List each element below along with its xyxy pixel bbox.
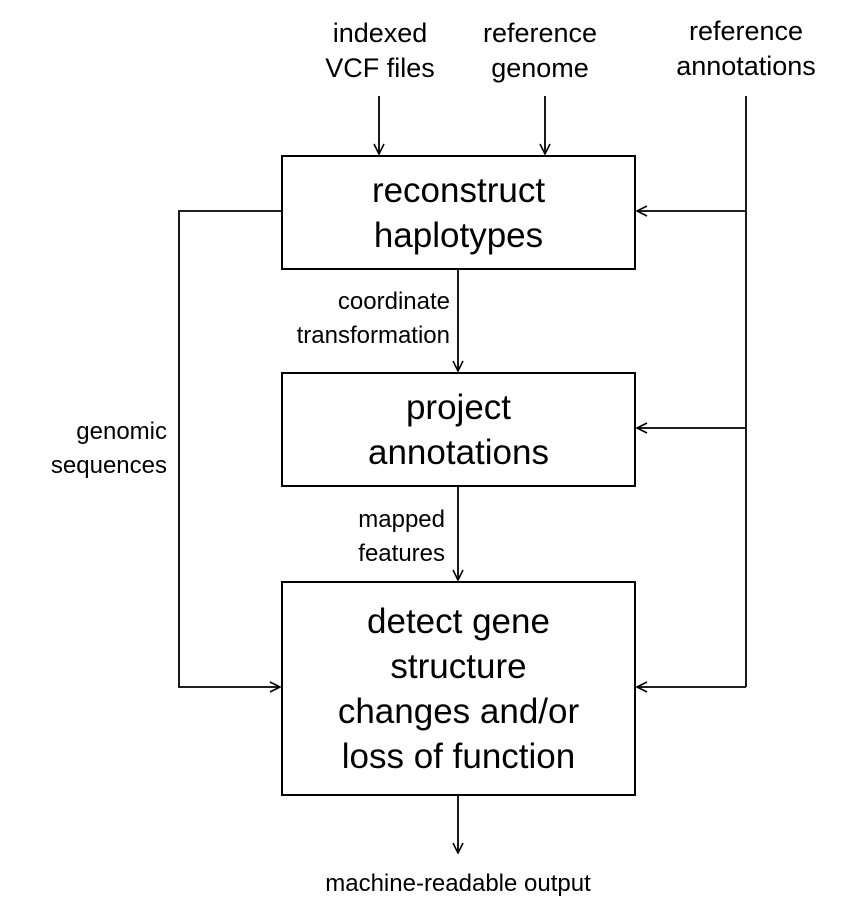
edge-label-coordinate-transformation: coordinate transformation: [296, 288, 450, 349]
input-label-vcf: indexed VCF files: [325, 18, 435, 83]
box-reconstruct-label: reconstruct haplotypes: [371, 170, 546, 255]
input-label-genome: reference genome: [482, 18, 598, 83]
edge-label-mapped-features: mapped features: [358, 506, 445, 567]
output-label: machine-readable output: [325, 870, 591, 897]
box-project-label: project annotations: [368, 387, 549, 472]
box-reconstruct-haplotypes: reconstruct haplotypes: [281, 155, 636, 270]
input-label-annotations: reference annotations: [676, 16, 816, 81]
edge-label-genomic-sequences: genomic sequences: [50, 418, 167, 479]
box-project-annotations: project annotations: [281, 372, 636, 487]
arrow-genomic-sequences: [178, 210, 281, 687]
box-detect-gene-structure: detect gene structure changes and/or los…: [281, 581, 636, 796]
box-detect-label: detect gene structure changes and/or los…: [337, 601, 580, 776]
